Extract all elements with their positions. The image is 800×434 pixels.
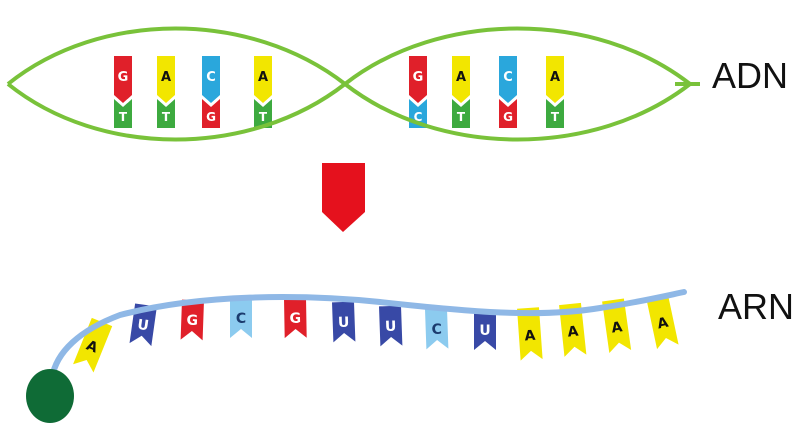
rna-base-letter: C [236,311,246,327]
dna-backbone-strand-2 [6,26,692,142]
rna-base-letter: A [656,315,670,333]
rna-bases: A U G C G U U C U A A A A [73,293,679,373]
rna-base: G [180,299,204,341]
rna-base-shape [646,293,679,350]
dna-base-pair: AT [452,56,470,128]
dna-base-pair: AT [546,56,564,128]
rna-base: U [332,301,356,343]
dna-backbone-strand-1 [6,26,692,142]
dna-top-base-letter: G [118,70,129,85]
dna-top-base-letter: A [258,70,268,85]
rna-base-letter: C [431,322,442,338]
dna-base-pair: GC [409,56,427,128]
dna-top-base-letter: C [206,70,216,85]
dna-bottom-base [499,99,517,128]
dna-top-base-letter: G [413,70,424,85]
rna-base: A [602,298,632,354]
rna-base-shape [517,307,543,361]
dna-bottom-base [254,99,272,128]
dna-top-base-letter: A [456,70,466,85]
rna-base-shape [602,298,632,354]
dna-bottom-base [546,99,564,128]
rna-base: C [230,298,252,338]
dna-top-base-letter: A [161,70,171,85]
dna-top-base [157,56,175,103]
rna-base-letter: U [338,315,350,331]
rna-base-letter: G [289,311,301,327]
rna-base-shape [379,305,403,347]
dna-bottom-base [452,99,470,128]
dna-top-base [409,56,427,103]
dna-bottom-base-letter: T [551,110,560,124]
dna-top-base-letter: C [503,70,513,85]
dna-top-base-letter: A [550,70,560,85]
dna-bottom-base-letter: G [503,110,513,124]
dna-bottom-base-letter: C [414,110,423,124]
dna-bottom-base-letter: T [457,110,466,124]
rna-backbone [49,289,687,381]
dna-base-pair: CG [499,56,517,128]
dna-bottom-base-letter: T [119,110,128,124]
transcription-arrow [322,163,365,232]
rna-base-shape [73,317,113,373]
rna-base-shape [129,303,157,347]
dna-base-pair: CG [202,56,220,128]
rna-base: U [474,310,496,350]
dna-top-base [254,56,272,103]
rna-base: G [284,297,307,339]
dna-bottom-base [114,99,132,128]
rna-base: U [129,303,157,347]
rna-base-letter: G [186,313,198,329]
dna-base-pair: GT [114,56,132,128]
dna-bottom-base-letter: T [162,110,171,124]
rna-base-shape [284,297,307,339]
rna-base: U [379,305,403,347]
dna-top-base [202,56,220,103]
rna-base-letter: U [479,323,490,339]
dna-base-pair: AT [254,56,272,128]
dna-top-base [546,56,564,103]
rna-base-letter: U [385,319,397,335]
rna-base-shape [425,308,449,350]
rna-base-shape [230,298,252,338]
rna-base-letter: U [136,317,149,334]
rna-label: ARN [718,286,795,327]
dna-bottom-base [202,99,220,128]
rna-base: A [73,317,113,373]
rna-base-shape [474,310,496,350]
rna-base-letter: A [524,328,536,345]
rna-base: A [517,307,543,361]
rna-base: C [425,308,449,350]
rna-base-letter: A [567,324,580,341]
rna-5-prime-cap [26,369,74,423]
rna-base-letter: A [610,319,623,336]
dna-top-base [114,56,132,103]
dna-base-pair: AT [157,56,175,128]
dna-bottom-base-letter: T [259,110,268,124]
rna-base-shape [332,301,356,343]
rna-base-shape [559,302,587,357]
dna-bottom-base [157,99,175,128]
rna-base: A [559,302,587,357]
dna-label: ADN [712,55,789,96]
rna-base: A [646,293,679,350]
dna-top-base [499,56,517,103]
rna-base-shape [180,299,204,341]
dna-bottom-base-letter: G [206,110,216,124]
dna-top-base [452,56,470,103]
